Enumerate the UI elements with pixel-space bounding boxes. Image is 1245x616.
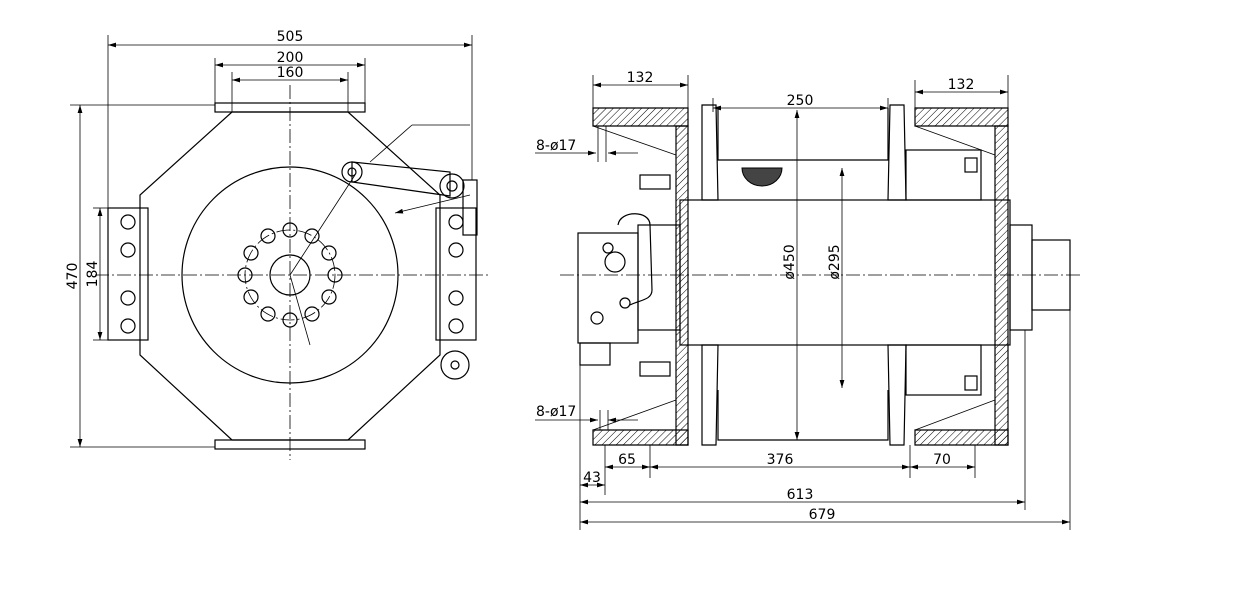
front-view: 505 200 160 470 184: [65, 29, 490, 460]
dim-250: 250: [787, 93, 814, 109]
top-holes-label: 8-ø17: [536, 138, 576, 154]
left-top-base: [592, 107, 689, 127]
left-bottom-base: [592, 429, 689, 446]
dim-184: 184: [85, 261, 101, 288]
dim-376: 376: [767, 452, 794, 468]
dim-132-right: 132: [948, 77, 975, 93]
cable-anchor: [741, 167, 783, 187]
side-view: 132 132 250 ø450 ø295 8-ø17 8-ø17 65 376…: [535, 70, 1080, 530]
left-side-bracket: [107, 207, 149, 341]
dim-470: 470: [65, 263, 81, 290]
right-flange-top: [887, 104, 907, 201]
dim-505: 505: [277, 29, 304, 45]
right-top-base: [914, 107, 1009, 127]
dim-613: 613: [787, 487, 814, 503]
bracket-bolts: [120, 214, 464, 334]
dim-flange-diameter: ø450: [782, 244, 798, 279]
left-flange-top: [701, 104, 719, 201]
right-wall: [994, 125, 1009, 446]
end-plate: [1009, 224, 1033, 331]
dim-679: 679: [809, 507, 836, 523]
dim-70: 70: [933, 452, 951, 468]
left-wall: [675, 125, 689, 446]
right-side-bracket: [435, 207, 477, 341]
dim-drum-diameter: ø295: [827, 244, 843, 279]
dim-65: 65: [618, 452, 636, 468]
left-flange-bottom: [701, 344, 719, 446]
right-flange-bottom: [887, 344, 907, 446]
brake-lever: [341, 124, 478, 380]
drum-barrel: [679, 199, 1011, 346]
hydraulic-motor: [577, 232, 639, 344]
bottom-holes-label: 8-ø17: [536, 404, 576, 420]
dim-160: 160: [277, 65, 304, 81]
right-bottom-base: [914, 429, 1009, 446]
dim-200: 200: [277, 50, 304, 66]
dim-43: 43: [583, 470, 601, 486]
dim-132-left: 132: [627, 70, 654, 86]
